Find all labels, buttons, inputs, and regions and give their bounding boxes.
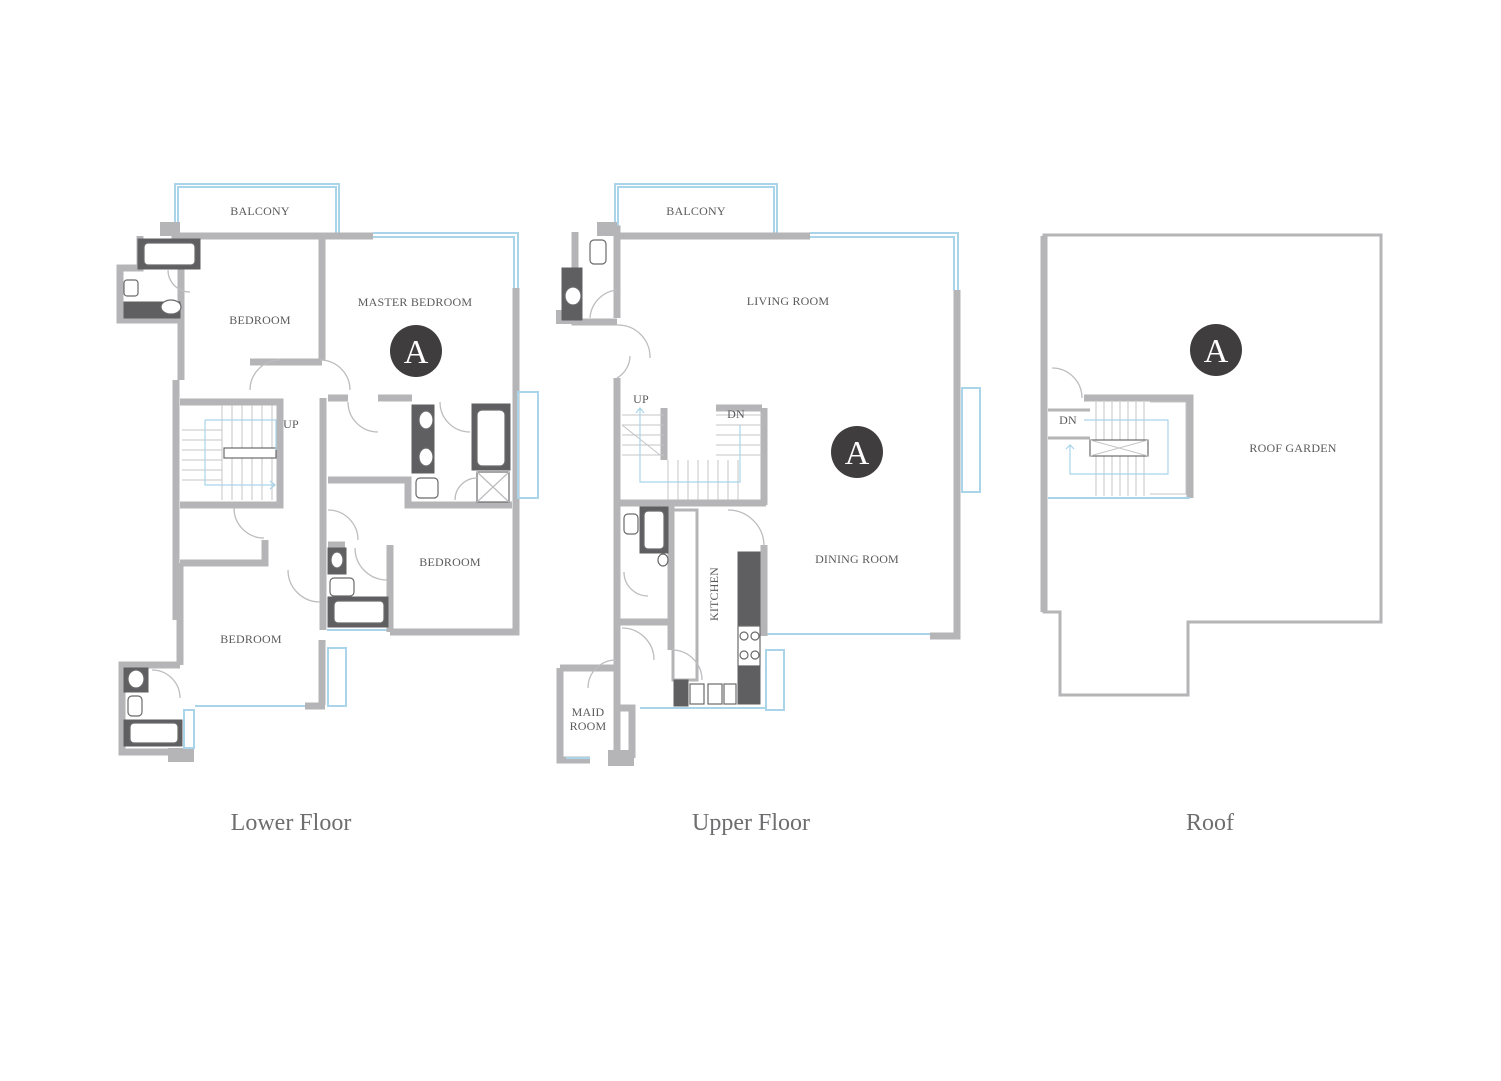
lower-floor-plan: BALCONY BEDROOM MASTER BEDROOM UP BEDROO… <box>116 183 539 762</box>
roof-unit-badge-letter: A <box>1204 333 1229 370</box>
upper-unit-badge: A <box>831 426 883 478</box>
upper-floor-plan: BALCONY LIVING ROOM UP DN KITCHEN DINING… <box>556 183 981 766</box>
upper-kitchen <box>671 508 785 711</box>
lower-bath-e <box>327 547 389 707</box>
upper-kitchen-label: KITCHEN <box>707 567 721 621</box>
lower-balcony-label: BALCONY <box>230 204 290 218</box>
lower-staircase <box>182 359 359 603</box>
lower-bedroom-e-label: BEDROOM <box>419 555 481 569</box>
upper-dining-room-label: DINING ROOM <box>815 552 899 566</box>
roof-stairs-dn-label: DN <box>1059 413 1077 427</box>
lower-stairs-up-label: UP <box>283 417 299 431</box>
lower-bath-sw <box>118 661 195 756</box>
upper-balcony-label: BALCONY <box>666 204 726 218</box>
upper-stairs-dn-label: DN <box>727 407 745 421</box>
upper-walls <box>556 222 981 766</box>
upper-stairs-up-label: UP <box>633 392 649 406</box>
upper-maid-room-label-line2: ROOM <box>570 719 607 733</box>
lower-master-bedroom-label: MASTER BEDROOM <box>358 295 473 309</box>
lower-bath-nw <box>116 236 201 324</box>
upper-staircase <box>621 407 762 500</box>
upper-floor-title: Upper Floor <box>692 810 810 836</box>
upper-living-room-label: LIVING ROOM <box>747 294 830 308</box>
lower-master-bath <box>347 391 539 503</box>
roof-stair-core <box>1048 367 1194 499</box>
roof-garden-label: ROOF GARDEN <box>1249 441 1336 455</box>
roof-plan: DN ROOF GARDEN A <box>1040 233 1383 697</box>
upper-powder-room <box>561 239 651 379</box>
lower-bedroom-sw-label: BEDROOM <box>220 632 282 646</box>
roof-title: Roof <box>1186 810 1234 836</box>
upper-bath <box>621 506 669 661</box>
roof-unit-badge: A <box>1190 324 1242 376</box>
lower-bedroom-nw-label: BEDROOM <box>229 313 291 327</box>
upper-maid-room <box>587 659 617 689</box>
roof-outline <box>1042 233 1383 697</box>
lower-unit-badge: A <box>390 325 442 377</box>
upper-unit-badge-letter: A <box>845 435 870 472</box>
lower-floor-title: Lower Floor <box>231 810 352 836</box>
upper-maid-room-label-line1: MAID <box>572 705 605 719</box>
lower-unit-badge-letter: A <box>404 334 429 371</box>
